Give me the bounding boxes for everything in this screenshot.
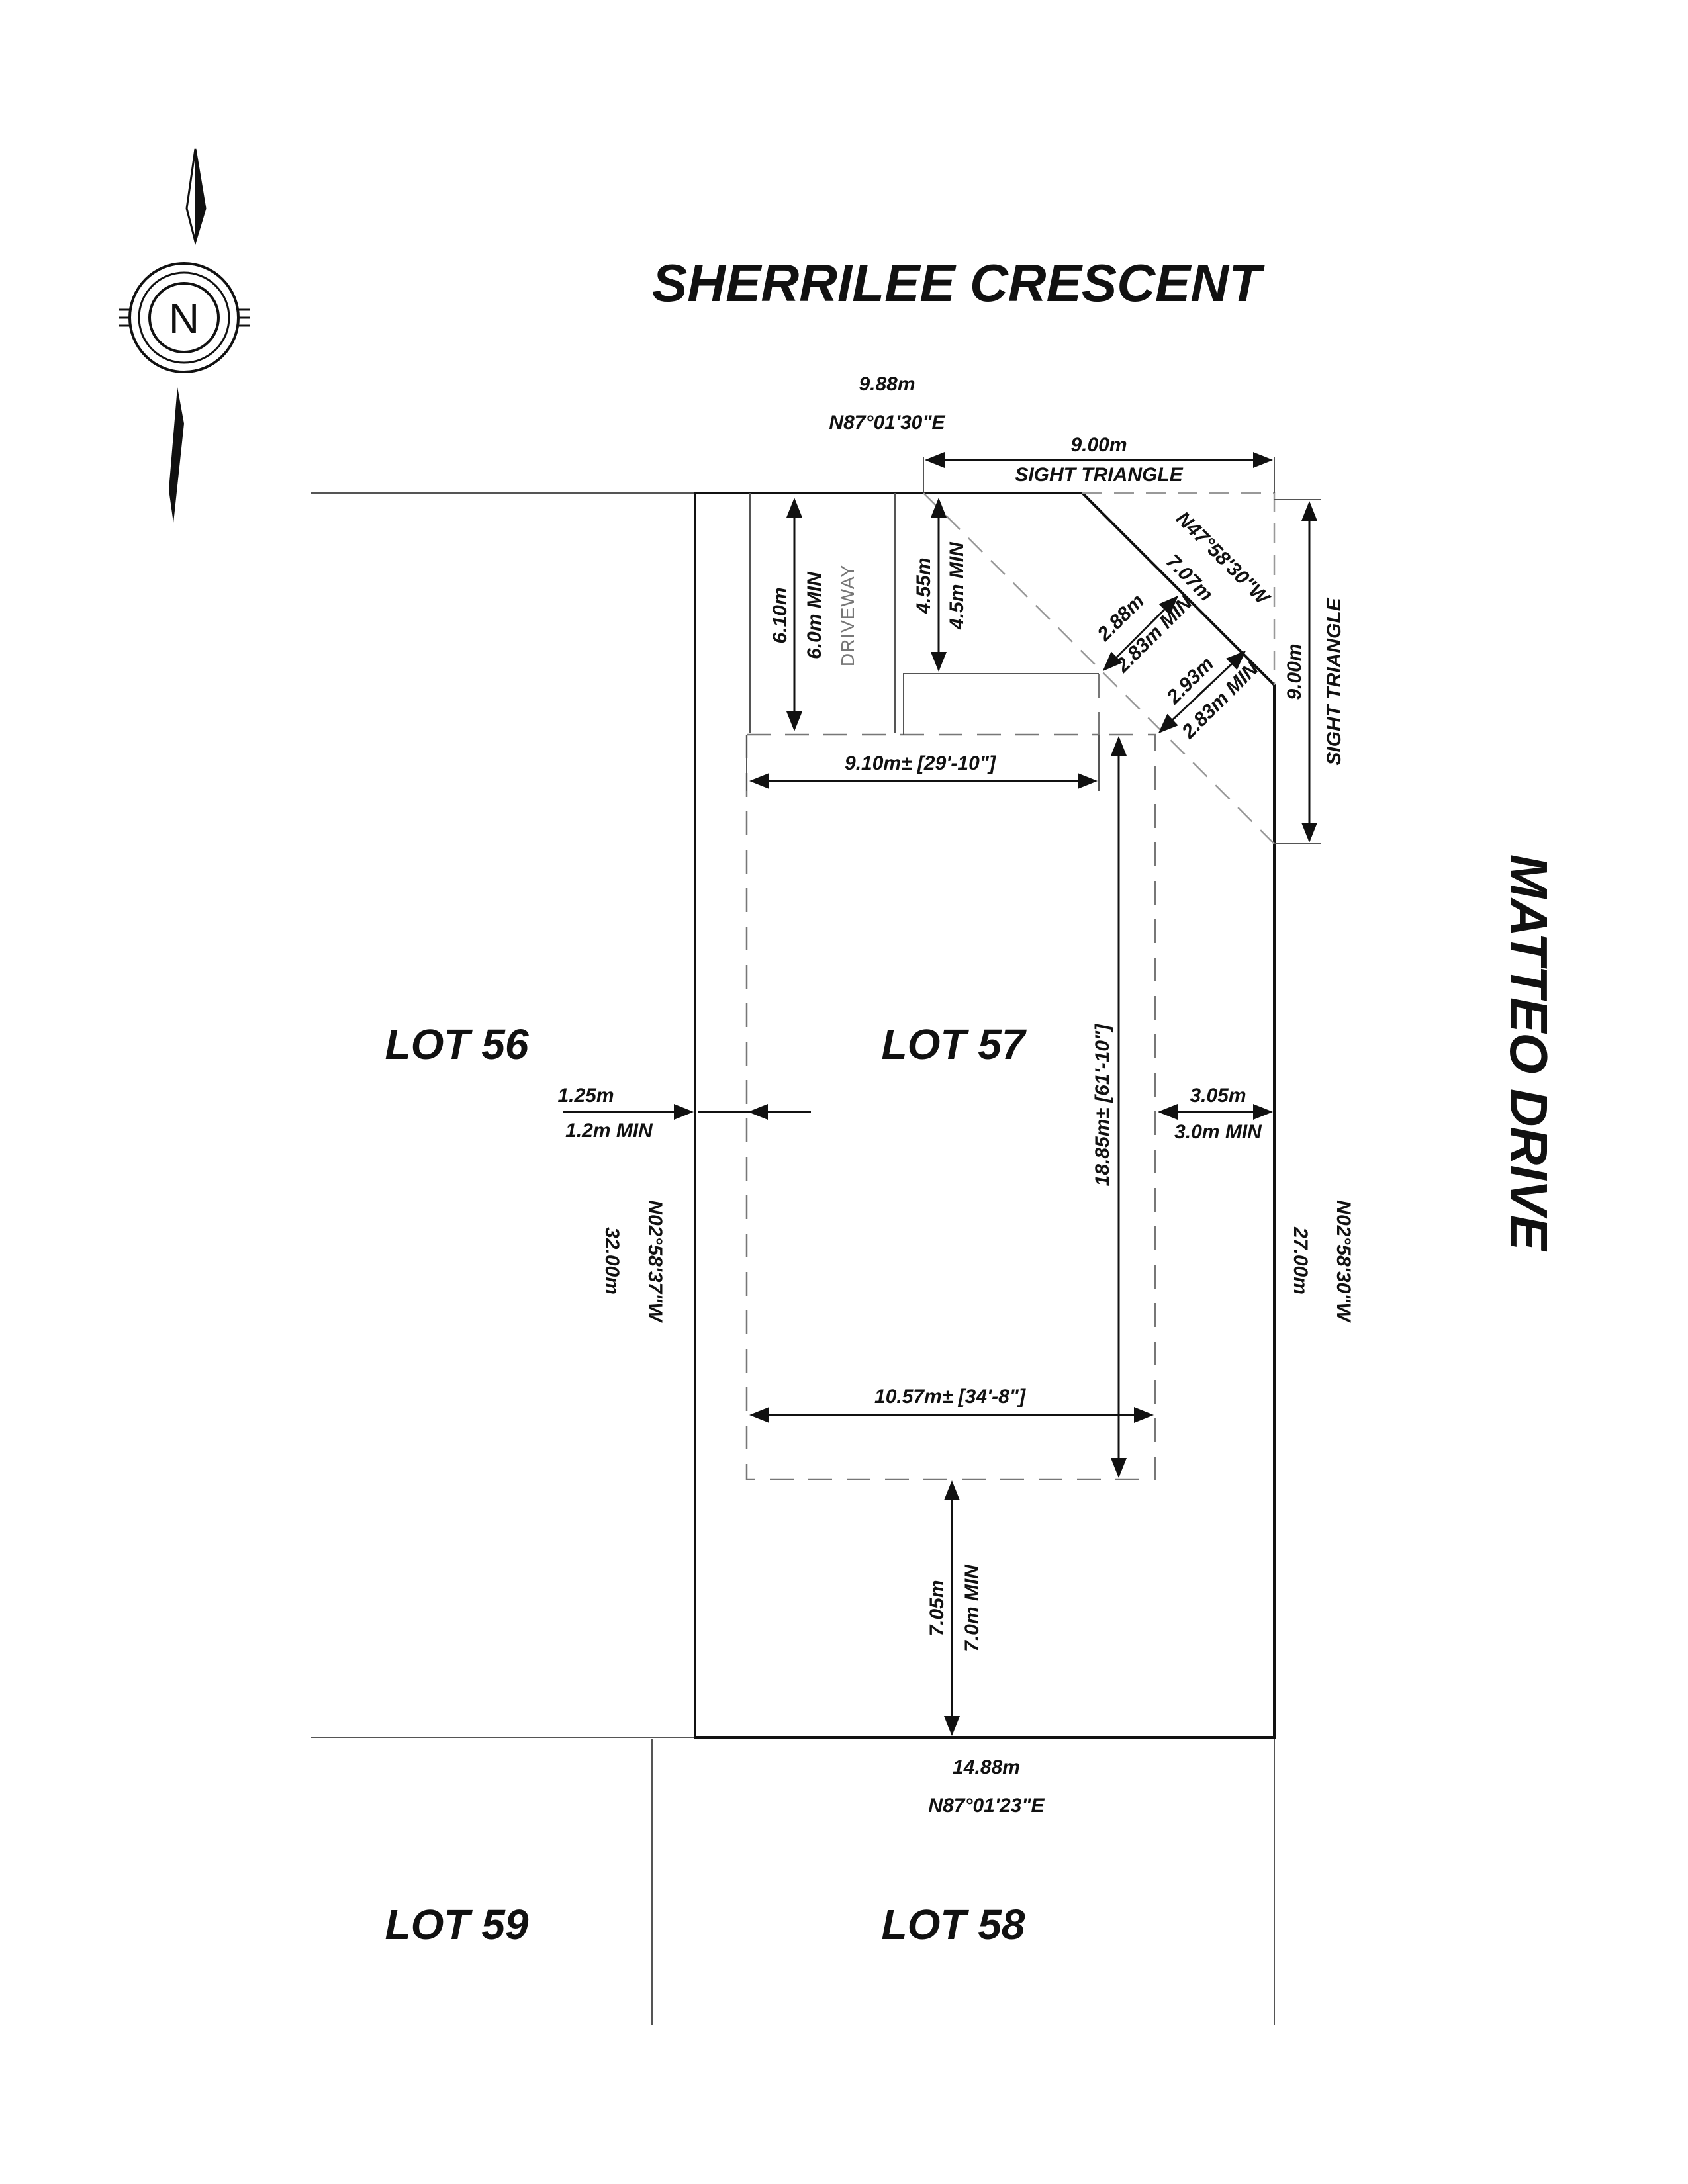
driveway-label: DRIVEWAY bbox=[837, 565, 858, 666]
street-north: SHERRILEE CRESCENT bbox=[652, 253, 1265, 312]
west-bearing: N02°58'37"W bbox=[644, 1200, 666, 1323]
north-bearing: N87°01'30"E bbox=[829, 412, 945, 433]
west-length: 32.00m bbox=[601, 1227, 623, 1295]
south-needle-icon bbox=[169, 387, 184, 523]
building-depth: 18.85m± [61'-10"] bbox=[1092, 1024, 1113, 1187]
side-setback-east-min: 3.0m MIN bbox=[1174, 1121, 1262, 1143]
sight-triangle-hypotenuse bbox=[923, 492, 1275, 844]
lot-58-label: LOT 58 bbox=[882, 1901, 1025, 1948]
building-rear-width: 10.57m± [34'-8"] bbox=[874, 1386, 1026, 1408]
compass-ring-inner bbox=[148, 282, 220, 353]
lot-59-label: LOT 59 bbox=[385, 1901, 529, 1948]
front-setback-right-min: 4.5m MIN bbox=[946, 541, 968, 630]
lot-57-label: LOT 57 bbox=[882, 1021, 1027, 1068]
north-arrow: N bbox=[119, 148, 250, 523]
sight-top-label: SIGHT TRIANGLE bbox=[1015, 464, 1183, 486]
side-setback-west: 1.25m bbox=[557, 1085, 614, 1107]
sight-side-label: SIGHT TRIANGLE bbox=[1323, 597, 1345, 765]
side-setback-west-min: 1.2m MIN bbox=[565, 1120, 653, 1142]
side-setback-east: 3.05m bbox=[1190, 1085, 1246, 1107]
building-front-width: 9.10m± [29'-10"] bbox=[845, 752, 996, 774]
east-bearing: N02°58'30"W bbox=[1333, 1200, 1354, 1323]
corner-setback-b-arrow bbox=[1158, 650, 1246, 734]
sight-top-length: 9.00m bbox=[1070, 434, 1127, 456]
north-length: 9.88m bbox=[859, 373, 915, 395]
rear-setback-min: 7.0m MIN bbox=[961, 1564, 983, 1652]
corner-bearing: N47°58'30"W bbox=[1172, 508, 1274, 610]
compass-ring-mid bbox=[138, 271, 230, 364]
corner-setback-a-arrow bbox=[1102, 595, 1179, 672]
building-envelope bbox=[745, 733, 1156, 1480]
north-needle-fill bbox=[195, 149, 205, 242]
south-bearing: N87°01'23"E bbox=[928, 1795, 1045, 1817]
lot-57-boundary bbox=[694, 492, 1276, 1739]
front-setback-left-min: 6.0m MIN bbox=[804, 571, 825, 659]
street-east: MATTEO DRIVE bbox=[1499, 854, 1558, 1252]
east-length: 27.00m bbox=[1289, 1226, 1311, 1295]
south-length: 14.88m bbox=[953, 1756, 1020, 1778]
compass-label: N bbox=[169, 295, 199, 342]
sight-side-length: 9.00m bbox=[1284, 643, 1305, 700]
rear-setback: 7.05m bbox=[926, 1580, 948, 1636]
lot-56-label: LOT 56 bbox=[385, 1021, 529, 1068]
front-setback-right: 4.55m bbox=[913, 557, 935, 614]
garage-outline bbox=[903, 673, 1099, 735]
front-setback-left: 6.10m bbox=[769, 587, 791, 643]
